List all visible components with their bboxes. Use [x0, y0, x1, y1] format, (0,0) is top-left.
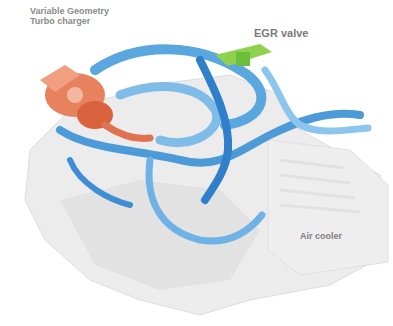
cooler-fins — [280, 160, 360, 212]
air-pipes — [60, 49, 368, 241]
part-label: Variable Geometry Turbo charger — [30, 6, 125, 27]
part-label: EGR valve — [254, 27, 344, 40]
egr-valve — [215, 44, 272, 66]
turbo-charger — [40, 65, 150, 138]
part-label: Air cooler — [300, 231, 380, 241]
air-cooler — [268, 140, 388, 275]
